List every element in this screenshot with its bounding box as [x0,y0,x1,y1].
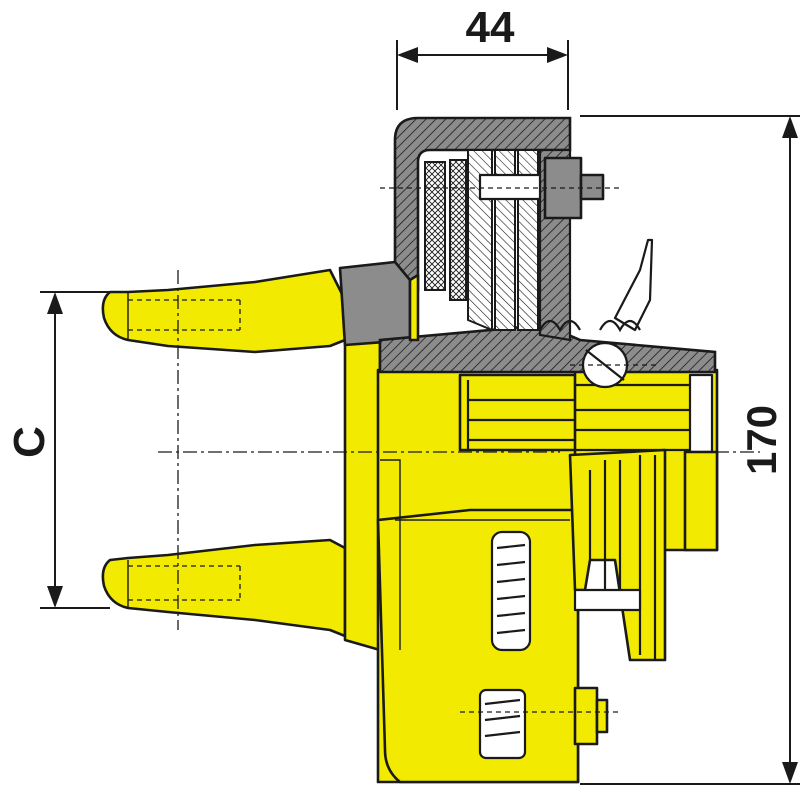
dimension-overall-height: 170 [580,115,800,785]
dimension-top-width: 44 [396,3,569,110]
clutch-bolt [380,156,620,220]
dimension-label-c: C [5,426,54,458]
yoke-lower-arm [101,538,347,638]
dimension-fork-spacing: C [5,291,110,609]
yoke-body [343,288,582,784]
dimension-label-170: 170 [738,405,785,475]
ratchet-pawl [539,238,660,389]
dimension-label-44: 44 [466,3,515,52]
slot-window-upper [490,530,532,652]
lower-bolt [460,686,620,746]
locking-mechanism [568,448,667,662]
slot-window-lower [478,688,527,760]
yoke-upper-arm [101,268,347,354]
center-lines [158,270,760,630]
